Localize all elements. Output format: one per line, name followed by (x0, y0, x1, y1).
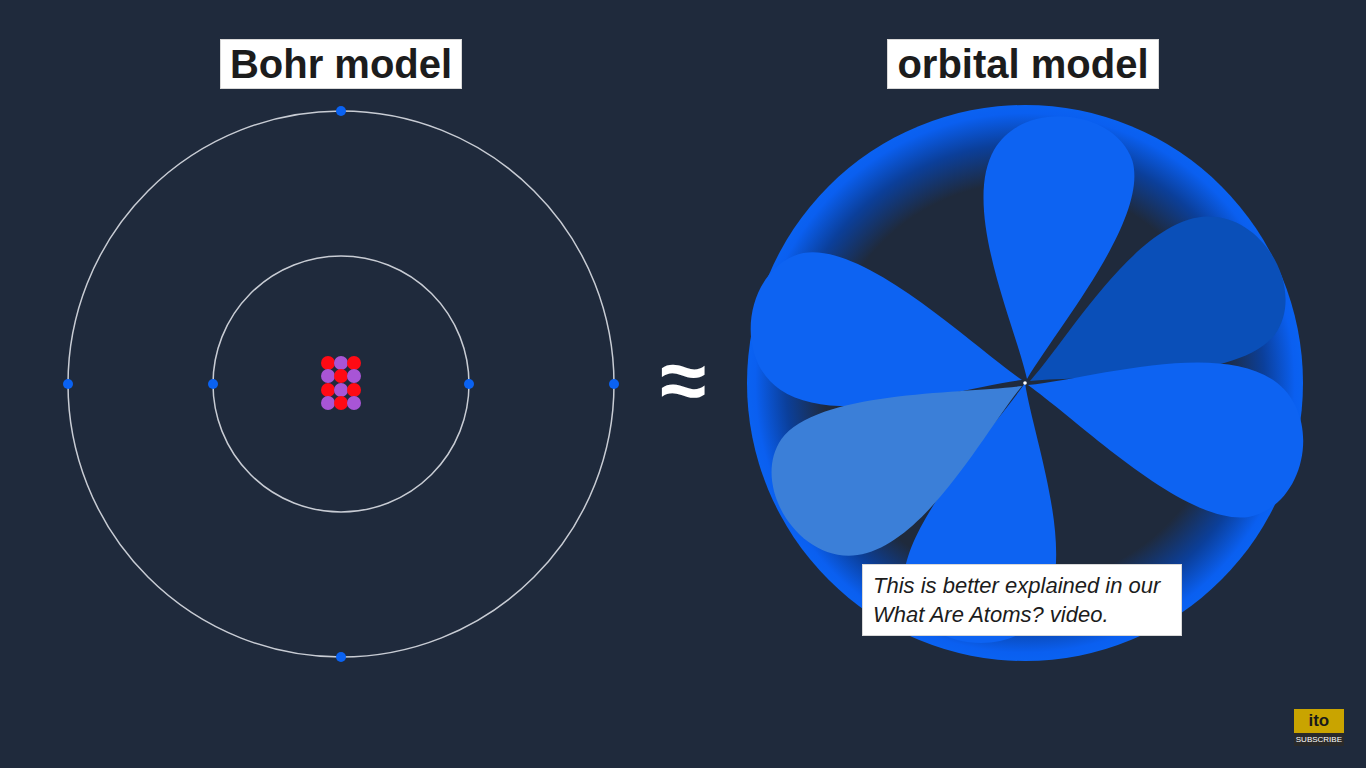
node-subtext: SUBSCRIBE (1294, 733, 1344, 746)
heading-box: orbital model (887, 39, 1158, 89)
heading-box: Bohr model (220, 39, 462, 89)
nucleus (321, 356, 361, 410)
node-text: This is better explained in our What Are… (873, 571, 1171, 629)
node-text: orbital model (897, 42, 1148, 86)
node-text: ito (1296, 711, 1342, 731)
logo-badge: itoSUBSCRIBE (1294, 709, 1344, 746)
orbital-atom (733, 104, 1321, 661)
approx-symbol: ≈ (660, 338, 706, 422)
node-text: Bohr model (230, 42, 452, 86)
bohr-atom (63, 106, 619, 662)
note-box: This is better explained in our What Are… (862, 564, 1182, 636)
